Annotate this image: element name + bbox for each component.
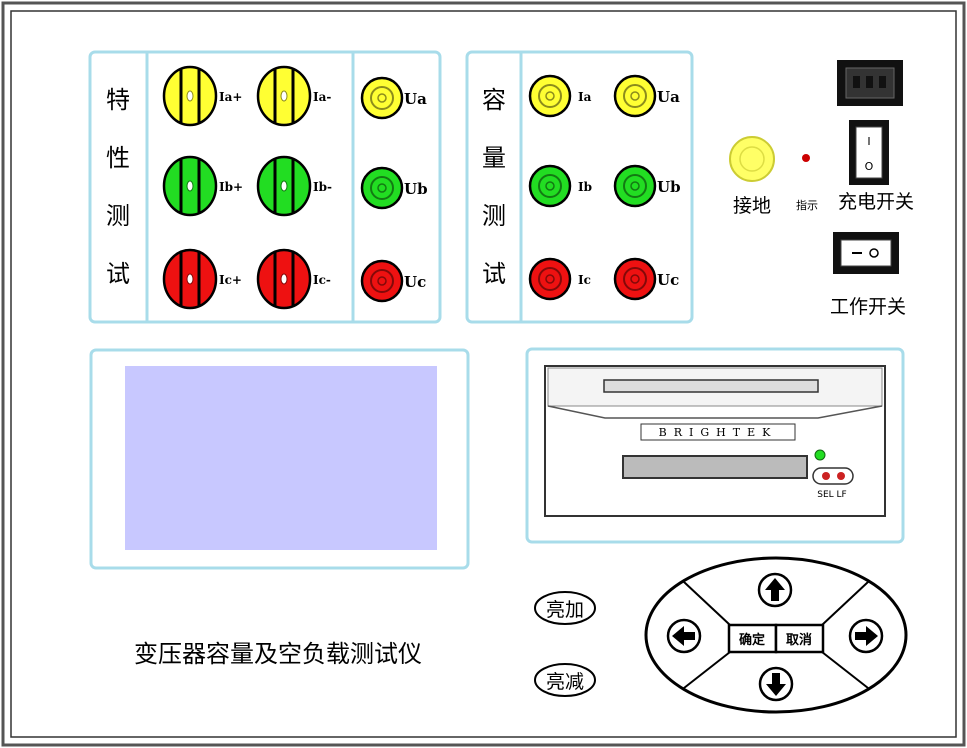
characteristic-label-char: 特 [106, 86, 130, 114]
current-terminal-minus[interactable] [256, 155, 312, 217]
brightness-up-button[interactable]: 亮加 [534, 591, 596, 625]
voltage-terminal[interactable] [360, 76, 404, 120]
terminal-label: Ub [657, 178, 681, 196]
work-switch[interactable] [833, 232, 899, 274]
terminal-label: Ia- [313, 90, 331, 104]
inner-frame [10, 10, 957, 738]
capacity-label-char: 容 [482, 86, 506, 114]
characteristic-label-char: 试 [106, 260, 130, 288]
ground-terminal[interactable] [729, 136, 775, 182]
arrow-right-button[interactable] [848, 618, 884, 654]
terminal-label: Ib+ [219, 180, 243, 194]
capacity-current-terminal[interactable] [528, 164, 572, 208]
characteristic-label-char: 性 [106, 144, 130, 172]
terminal-label: Ic [578, 273, 591, 287]
current-terminal-plus[interactable] [162, 65, 218, 127]
brightness-up-label: 亮加 [546, 599, 584, 621]
paper-slot [603, 379, 819, 393]
brand-plate [640, 423, 796, 441]
voltage-terminal[interactable] [360, 259, 404, 303]
brightness-down-button[interactable]: 亮减 [534, 663, 596, 697]
printer-buttons [812, 467, 854, 485]
capacity-current-terminal[interactable] [528, 257, 572, 301]
terminal-label: Ua [657, 88, 680, 106]
terminal-label: Ia [578, 90, 592, 104]
lf-button[interactable] [837, 472, 845, 480]
charge-switch-on-mark: I [867, 135, 870, 148]
arrow-up-button[interactable] [757, 572, 793, 608]
capacity-label-char: 试 [482, 260, 506, 288]
printer-module: BRIGHTEK SEL LF [525, 347, 905, 544]
brightness-down-label: 亮减 [546, 671, 584, 693]
lcd-display [89, 348, 470, 570]
power-section: I O 接地 指示 充电开关 工作开关 [729, 60, 914, 318]
arrow-left-button[interactable] [666, 618, 702, 654]
arrow-right-icon [855, 626, 878, 646]
terminal-label: Ib- [313, 180, 332, 194]
capacity-voltage-terminal[interactable] [613, 164, 657, 208]
cancel-label: 取消 [786, 632, 812, 648]
terminal-label: Ic- [313, 273, 331, 287]
instrument-title: 变压器容量及空负载测试仪 [134, 640, 422, 668]
cancel-button[interactable]: 取消 [774, 623, 825, 654]
confirm-button[interactable]: 确定 [727, 623, 778, 654]
terminal-label: Ia+ [219, 90, 242, 104]
voltage-terminal[interactable] [360, 166, 404, 210]
navigation-keypad: 确定 取消 [644, 556, 908, 714]
capacity-current-terminal[interactable] [528, 74, 572, 118]
terminal-label: Ic+ [219, 273, 242, 287]
current-terminal-minus[interactable] [256, 65, 312, 127]
capacity-label-char: 量 [482, 144, 506, 172]
paper-exit [622, 455, 808, 479]
capacity-label-char: 测 [482, 202, 506, 230]
terminal-label: Ib [578, 180, 592, 194]
sel-button[interactable] [822, 472, 830, 480]
arrow-left-icon [672, 626, 695, 646]
work-switch-label: 工作开关 [830, 296, 906, 318]
capacity-voltage-terminal[interactable] [613, 74, 657, 118]
capacity-panel-border [465, 50, 694, 324]
charge-switch[interactable]: I O [849, 120, 889, 185]
current-terminal-plus[interactable] [162, 155, 218, 217]
arrow-up-icon [765, 578, 785, 601]
characteristic-label-char: 测 [106, 202, 130, 230]
printer-led [814, 449, 826, 461]
indicator-led [802, 154, 810, 162]
indicator-label: 指示 [796, 198, 818, 212]
current-terminal-minus[interactable] [256, 248, 312, 310]
charge-switch-off-mark: O [865, 160, 874, 173]
printer-brand: BRIGHTEK [659, 426, 778, 439]
terminal-label: Ua [404, 90, 427, 108]
arrow-down-button[interactable] [758, 666, 794, 702]
terminal-label: Uc [657, 271, 679, 289]
confirm-label: 确定 [739, 632, 765, 648]
terminal-label: Uc [404, 273, 426, 291]
current-terminal-plus[interactable] [162, 248, 218, 310]
ground-label: 接地 [733, 195, 771, 217]
printer-buttons-label: SEL LF [817, 490, 846, 500]
power-inlet [837, 60, 903, 106]
terminal-label: Ub [404, 180, 428, 198]
lcd-screen [125, 366, 437, 550]
capacity-voltage-terminal[interactable] [613, 257, 657, 301]
charge-switch-label: 充电开关 [838, 191, 914, 213]
arrow-down-icon [766, 673, 786, 696]
